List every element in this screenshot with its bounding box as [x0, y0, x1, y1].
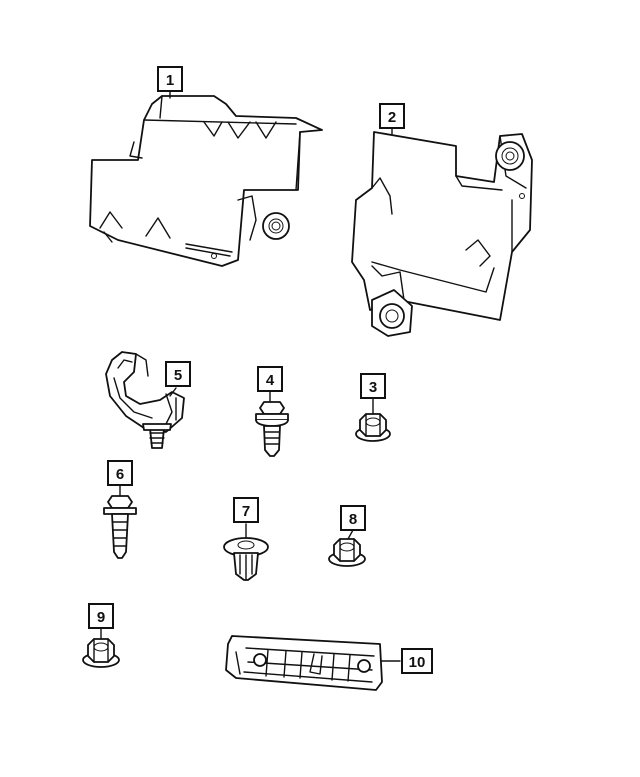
part-2-bracket: [351, 131, 533, 337]
callout-4-label: 4: [266, 372, 275, 389]
callout-3: 3: [360, 373, 386, 399]
callout-6-label: 6: [116, 466, 124, 483]
callout-9: 9: [88, 603, 114, 629]
callout-10-label: 10: [409, 654, 426, 671]
callout-5: 5: [165, 361, 191, 387]
callout-10: 10: [401, 648, 433, 674]
part-3-nut: [355, 413, 391, 442]
callout-2: 2: [379, 103, 405, 129]
part-9-nut: [82, 638, 120, 668]
callout-1: 1: [157, 66, 183, 92]
callout-5-label: 5: [174, 367, 182, 384]
callout-2-label: 2: [388, 109, 396, 126]
part-5-wire-clip: [105, 351, 185, 449]
callout-6: 6: [107, 460, 133, 486]
callout-7-label: 7: [242, 503, 250, 520]
part-10-bracket: [225, 635, 383, 691]
callout-8: 8: [340, 505, 366, 531]
callout-7: 7: [233, 497, 259, 523]
part-7-retainer: [223, 537, 269, 581]
part-1-bracket: [89, 95, 323, 267]
callout-9-label: 9: [97, 609, 105, 626]
callout-8-label: 8: [349, 511, 357, 528]
callout-1-label: 1: [166, 72, 174, 89]
leader-lines: [100, 89, 401, 662]
part-8-nut: [328, 538, 366, 567]
callout-4: 4: [257, 366, 283, 392]
part-4-bolt: [255, 401, 289, 457]
callout-3-label: 3: [369, 379, 377, 396]
part-6-long-bolt: [103, 495, 137, 559]
